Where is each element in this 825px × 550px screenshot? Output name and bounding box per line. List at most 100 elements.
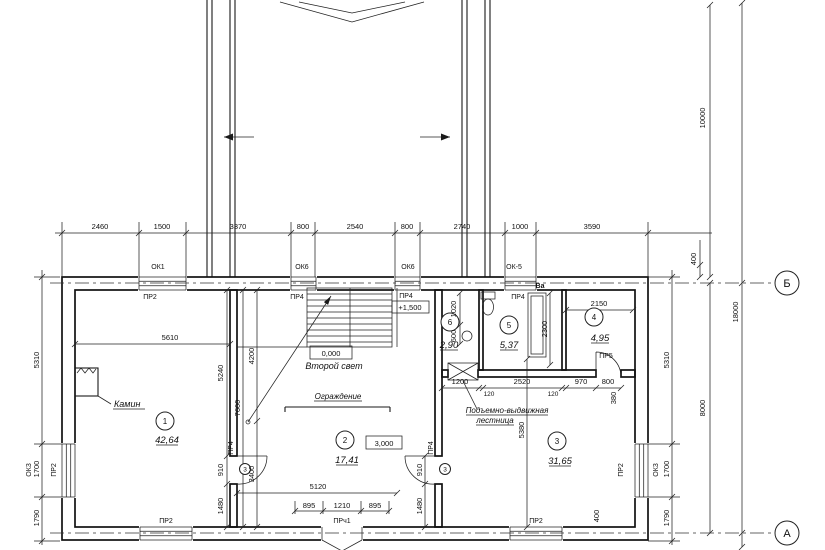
opening-pr2-top: ПР2 bbox=[143, 294, 157, 301]
modular-axes: Б А bbox=[50, 270, 800, 546]
dim-910-right: 910 bbox=[415, 464, 424, 477]
toilet bbox=[482, 298, 494, 316]
room-6-number: 6 bbox=[448, 318, 453, 327]
room-2-number: 2 bbox=[343, 436, 348, 445]
opening-pr2-bottom-right: ПР2 bbox=[529, 518, 543, 525]
window-mark-ok1: ОК1 bbox=[151, 264, 165, 271]
dim-600: 600 bbox=[449, 330, 458, 343]
ladder-hatch bbox=[447, 362, 479, 381]
dim-right-2: 1790 bbox=[662, 510, 671, 527]
dim-top-7: 1000 bbox=[512, 222, 529, 231]
window-mark-ok3-right: ОК3 bbox=[653, 463, 660, 477]
dim-right-1: 1700 bbox=[662, 461, 671, 478]
dimension-lines bbox=[34, 0, 746, 550]
stairs bbox=[237, 287, 398, 425]
dim-8000: 8000 bbox=[698, 400, 707, 417]
text-labels: Камин Второй свет Ограждение Подъемно-вы… bbox=[114, 283, 549, 425]
label-underlines bbox=[113, 342, 609, 467]
dim-1480-right: 1480 bbox=[415, 498, 424, 515]
dim-5380: 5380 bbox=[517, 422, 526, 439]
dim-top-6: 2740 bbox=[454, 222, 471, 231]
axis-label-b: Б bbox=[783, 278, 790, 290]
dim-4200: 4200 bbox=[247, 348, 256, 365]
stair-direction-arrow-icon bbox=[323, 296, 331, 305]
dim-380: 380 bbox=[609, 392, 618, 405]
opening-marks: ОК1 ОК6 ОК6 ОК-5 ОК3 ОК3 ПР2 ПР4 ПР4 ПР4… bbox=[26, 264, 660, 525]
interior-doors bbox=[236, 351, 622, 485]
dim-top-3: 800 bbox=[297, 222, 310, 231]
dim-1480-left: 1480 bbox=[216, 498, 225, 515]
window-mark-ok5: ОК-5 bbox=[506, 264, 522, 271]
dimension-texts: 2460 1500 3370 800 2540 800 2740 1000 35… bbox=[32, 108, 740, 527]
dim-800: 800 bbox=[602, 377, 615, 386]
dim-2300: 2300 bbox=[540, 321, 549, 338]
opening-pr4-top3: ПР4 bbox=[511, 294, 525, 301]
shower-cabin bbox=[527, 292, 547, 358]
dim-top-2: 3370 bbox=[230, 222, 247, 231]
dim-top-8: 3590 bbox=[584, 222, 601, 231]
dim-970: 970 bbox=[575, 377, 588, 386]
door-mark-1: 3 bbox=[243, 467, 247, 474]
dim-10000: 10000 bbox=[698, 108, 707, 129]
opening-pr4-top2: ПР4 bbox=[399, 293, 413, 300]
slope-arrow-right-icon bbox=[441, 133, 450, 141]
opening-pr5: ПР5 bbox=[599, 353, 613, 360]
walls bbox=[61, 276, 649, 541]
room-marks: 1 42,64 2 17,41 3 31,65 4 4,95 5 5,37 6 … bbox=[155, 307, 610, 475]
dim-left-2: 1790 bbox=[32, 510, 41, 527]
dim-1020: 1020 bbox=[449, 301, 458, 318]
room-4-area: 4,95 bbox=[591, 333, 610, 344]
dim-top-4: 2540 bbox=[347, 222, 364, 231]
room-6-area: 2,90 bbox=[439, 340, 459, 351]
vent-shaft-label: Ва bbox=[536, 283, 545, 290]
dim-5240: 5240 bbox=[216, 365, 225, 382]
dim-3400: 3400 bbox=[247, 466, 256, 483]
room-1-area: 42,64 bbox=[155, 435, 179, 446]
ladder-label-line2: лестница bbox=[475, 416, 514, 425]
ladder-label-line1: Подъемно-выдвижная bbox=[466, 406, 549, 415]
window-mark-ok3-left: ОК3 bbox=[26, 463, 33, 477]
room-3-area: 31,65 bbox=[548, 456, 572, 467]
room-2-area: 17,41 bbox=[335, 455, 359, 466]
dim-top-5: 800 bbox=[401, 222, 414, 231]
opening-pr2-left: ПР2 bbox=[51, 463, 58, 477]
axis-circle-b bbox=[774, 270, 800, 296]
window-mark-ok6a: ОК6 bbox=[295, 264, 309, 271]
dim-left-1: 1700 bbox=[32, 461, 41, 478]
dim-1210: 1210 bbox=[334, 501, 351, 510]
dim-top-0: 2460 bbox=[92, 222, 109, 231]
dim-top-1: 1500 bbox=[154, 222, 171, 231]
room-5-area: 5,37 bbox=[500, 340, 519, 351]
dim-120b: 120 bbox=[548, 391, 559, 398]
dim-left-0: 5310 bbox=[32, 352, 41, 369]
washbasin bbox=[461, 330, 473, 342]
dim-910-left: 910 bbox=[216, 464, 225, 477]
room-4-number: 4 bbox=[592, 313, 597, 322]
dim-2520: 2520 bbox=[514, 377, 531, 386]
opening-pr2-bottom-left: ПР2 bbox=[159, 518, 173, 525]
axis-label-a: А bbox=[783, 528, 791, 540]
dim-1200: 1200 bbox=[452, 377, 469, 386]
window-mark-ok6b: ОК6 bbox=[401, 264, 415, 271]
dim-5120: 5120 bbox=[310, 482, 327, 491]
opening-prch1: ПРч1 bbox=[333, 518, 350, 525]
fireplace bbox=[74, 367, 99, 397]
second-light-label: Второй свет bbox=[305, 361, 363, 371]
opening-pr4-p1: ПР4 bbox=[228, 441, 235, 455]
opening-pr4-p2: ПР4 bbox=[428, 441, 435, 455]
dim-400-top: 400 bbox=[689, 253, 698, 266]
opening-pr4-top1: ПР4 bbox=[290, 294, 304, 301]
dim-right-0: 5310 bbox=[662, 352, 671, 369]
dim-2150: 2150 bbox=[591, 299, 608, 308]
fireplace-label: Камин bbox=[114, 399, 140, 409]
dim-895a: 895 bbox=[303, 501, 316, 510]
axis-circle-a bbox=[774, 520, 800, 546]
dim-18000: 18000 bbox=[731, 302, 740, 323]
dim-5610: 5610 bbox=[162, 333, 179, 342]
elevation-marks: 0,000 +1,500 3,000 bbox=[309, 300, 430, 450]
room-5-number: 5 bbox=[507, 321, 512, 330]
dim-400-bottom: 400 bbox=[592, 510, 601, 523]
dim-120a: 120 bbox=[484, 391, 495, 398]
